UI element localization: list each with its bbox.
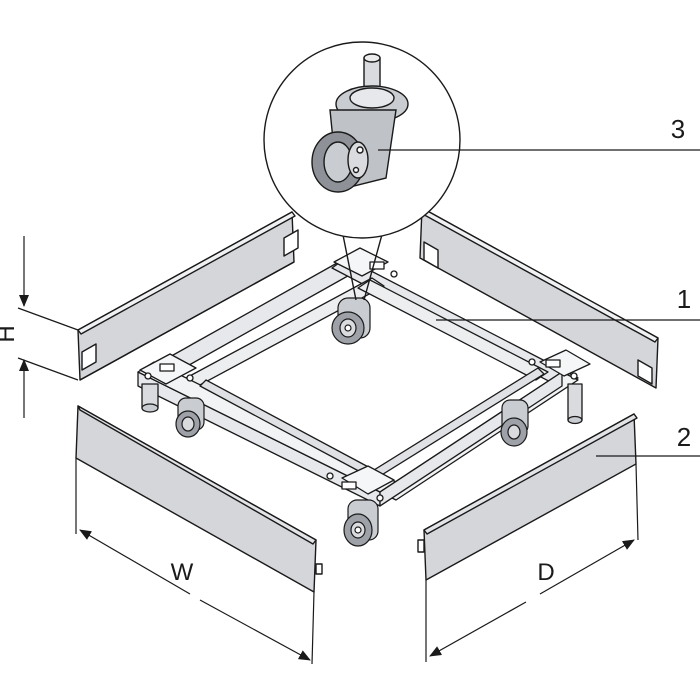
frame-castors — [175, 297, 529, 547]
dimension-w-label: W — [171, 559, 194, 586]
castor-detail — [263, 41, 461, 301]
dimension-height — [17, 236, 79, 418]
callout-3: 3 — [671, 114, 685, 144]
castor-front — [343, 499, 379, 547]
dimension-d-label: D — [537, 559, 554, 586]
callout-1: 1 — [677, 284, 691, 314]
dimension-h-label: H — [0, 325, 20, 342]
back-left-panel — [77, 211, 299, 381]
callout-leaders — [378, 149, 700, 457]
callout-2: 2 — [677, 422, 691, 452]
front-right-panel — [417, 413, 638, 581]
castor-right — [500, 399, 529, 447]
castor-back — [331, 297, 371, 345]
dimension-width — [75, 458, 315, 665]
dimension-depth — [425, 463, 639, 662]
back-right-panel — [418, 207, 659, 389]
castor-left — [175, 397, 205, 438]
